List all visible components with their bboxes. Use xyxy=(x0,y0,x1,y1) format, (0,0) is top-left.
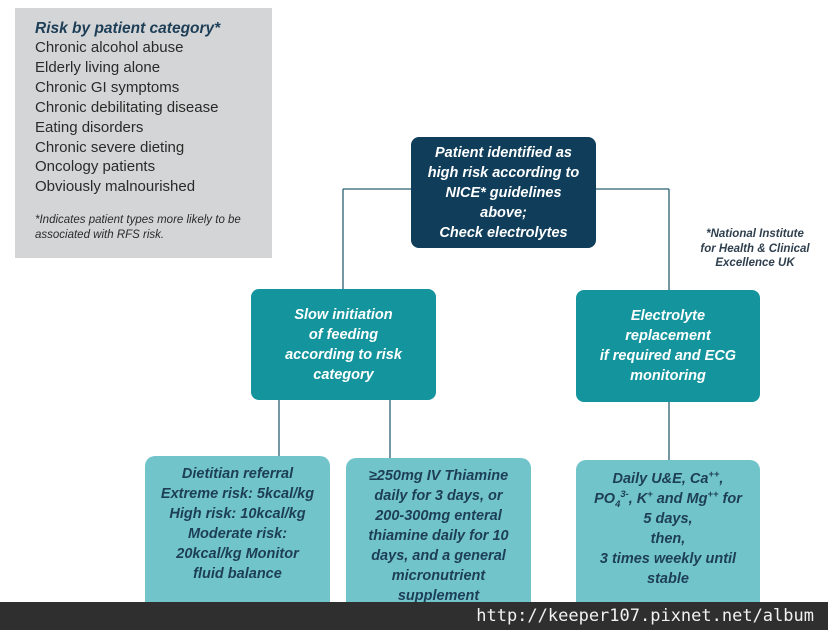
dietitian-referral-text: Dietitian referral Extreme risk: 5kcal/k… xyxy=(160,466,315,582)
potassium-symbol: , K xyxy=(628,491,648,507)
electrolyte-monitoring-text: Daily U&E, Ca++, PO43-, K+ and Mg++ for … xyxy=(594,469,742,589)
risk-item: Chronic alcohol abuse xyxy=(35,39,184,56)
monitoring-separator: , xyxy=(719,471,724,487)
slow-initiation-text: Slow initiation of feeding according to … xyxy=(285,306,402,383)
risk-category-panel: Risk by patient category* Chronic alcoho… xyxy=(15,8,272,258)
electrolyte-monitoring-box: Daily U&E, Ca++, PO43-, K+ and Mg++ for … xyxy=(576,460,760,615)
risk-item: Chronic severe dieting xyxy=(35,138,185,156)
dietitian-referral-box: Dietitian referral Extreme risk: 5kcal/k… xyxy=(145,456,330,612)
slow-initiation-box: Slow initiation of feeding according to … xyxy=(251,289,436,400)
nice-footnote: *National Institute for Health & Clinica… xyxy=(700,228,810,269)
magnesium-symbol: and Mg xyxy=(652,491,708,507)
risk-category-list: Chronic alcohol abuse Elderly living alo… xyxy=(35,38,272,197)
phosphate-symbol: PO xyxy=(594,491,616,507)
phosphate-charge: 3- xyxy=(620,488,629,500)
risk-panel-footnote: *Indicates patient types more likely to … xyxy=(35,214,241,242)
thiamine-box: ≥250mg IV Thiamine daily for 3 days, or … xyxy=(346,458,531,614)
thiamine-text: ≥250mg IV Thiamine daily for 3 days, or … xyxy=(368,468,509,604)
electrolyte-replacement-box: Electrolyte replacement if required and … xyxy=(576,290,760,402)
potassium-charge: + xyxy=(647,488,653,500)
risk-item: Obviously malnourished xyxy=(35,178,196,196)
risk-panel-title: Risk by patient category* xyxy=(35,20,221,37)
monitoring-rest: 5 days, then, 3 times weekly until stabl… xyxy=(599,511,737,587)
risk-item: Chronic debilitating disease xyxy=(35,98,219,116)
electrolyte-replacement-text: Electrolyte replacement if required and … xyxy=(599,308,737,384)
monitoring-line-1: Daily U&E, Ca xyxy=(612,471,709,487)
risk-item: Oncology patients xyxy=(35,158,156,176)
magnesium-charge: ++ xyxy=(707,488,719,500)
risk-item: Eating disorders xyxy=(35,118,144,136)
calcium-charge: ++ xyxy=(708,468,720,480)
monitoring-for: for xyxy=(718,491,742,507)
watermark-url: http://keeper107.pixnet.net/album xyxy=(0,602,828,630)
patient-identified-box: Patient identified as high risk accordin… xyxy=(411,137,596,248)
risk-item: Chronic GI symptoms xyxy=(35,78,180,96)
risk-item: Elderly living alone xyxy=(35,58,161,76)
patient-identified-text: Patient identified as high risk accordin… xyxy=(427,144,580,241)
phosphate-subscript: 4 xyxy=(615,497,621,509)
